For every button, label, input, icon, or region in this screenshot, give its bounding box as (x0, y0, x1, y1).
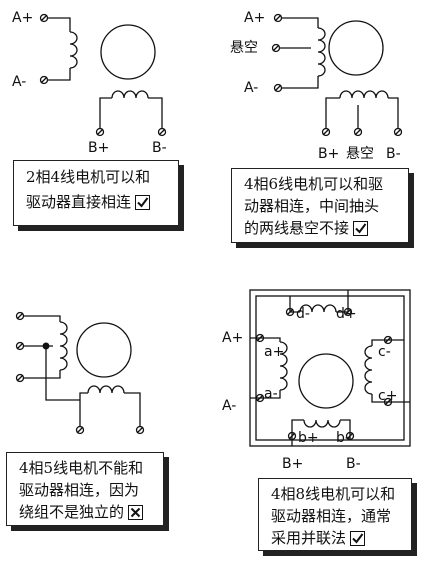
caption-box-2: 4相6线电机可以和驱 动器相连，中间抽头 的两线悬空不接 (231, 168, 409, 243)
terminal-center-b-2 (353, 127, 363, 137)
coil-a-2 (282, 17, 326, 89)
caption-line-4-3: 采用并联法 (271, 529, 347, 547)
coil-a-3 (24, 315, 68, 379)
common-junction-3 (42, 342, 50, 350)
label-coil-c-plus-4: c+ (378, 388, 397, 404)
terminal-a-plus-4 (255, 333, 265, 343)
label-coil-a-minus-4: a- (264, 386, 278, 402)
coil-c-4 (364, 339, 386, 403)
coil-b-1 (99, 90, 163, 128)
label-a-minus-1: A- (12, 74, 26, 90)
label-a-plus-1: A+ (12, 10, 33, 26)
caption-line-4-1: 4相8线电机可以和 (271, 485, 396, 503)
terminal-a-minus-4 (255, 393, 265, 403)
terminal-b-minus-2 (393, 127, 403, 137)
coil-a-1 (48, 17, 78, 81)
coil-a-4 (262, 337, 288, 399)
terminal-c-minus-4 (383, 335, 393, 345)
terminal-c-plus-4 (383, 397, 393, 407)
label-b-minus-1: B- (152, 140, 167, 156)
motor-rotor-2 (328, 20, 384, 76)
terminal-b-plus-2 (321, 127, 331, 137)
terminal-b-minus-4 (345, 431, 355, 441)
terminal-b-plus-4 (287, 431, 297, 441)
caption-line-1-1: 2相4线电机可以和 (26, 168, 151, 186)
parallel-wiring-inner (255, 295, 405, 441)
coil-b-2 (325, 90, 399, 128)
label-b-plus-2: B+ (318, 146, 339, 162)
terminal-center-3 (15, 341, 25, 351)
terminal-a-plus-3 (15, 311, 25, 321)
motor-rotor-4 (298, 353, 354, 409)
terminal-b-minus-3 (135, 425, 145, 435)
label-coil-b-minus-4: b- (336, 430, 350, 446)
caption-line-4-2: 驱动器相连，通常 (271, 507, 392, 525)
label-center-a-2: 悬空 (230, 40, 258, 56)
terminal-a-plus-1 (39, 13, 49, 23)
caption-line-1-2: 驱动器直接相连 (26, 193, 132, 211)
parallel-wiring-outer (249, 289, 411, 447)
coil-b-3 (45, 346, 141, 426)
cross-icon (128, 505, 144, 520)
coil-b-4 (291, 419, 351, 434)
terminal-b-minus-1 (157, 127, 167, 137)
label-b-minus-4: B- (346, 456, 361, 472)
terminal-b-plus-1 (95, 127, 105, 137)
motor-rotor-3 (76, 322, 132, 378)
panel-4-diagram (249, 289, 411, 447)
label-a-minus-2: A- (244, 80, 258, 96)
terminal-d-minus-4 (285, 307, 295, 317)
caption-box-3: 4相5线电机不能和 驱动器相连，因为 绕组不是独立的 (6, 452, 164, 526)
caption-line-3-2: 驱动器相连，因为 (19, 481, 140, 499)
terminal-d-plus-4 (343, 307, 353, 317)
label-coil-b-plus-4: b+ (298, 430, 319, 446)
caption-line-3-1: 4相5线电机不能和 (19, 459, 144, 477)
label-coil-c-minus-4: c- (378, 344, 391, 360)
label-coil-d-plus-4: d+ (336, 306, 357, 322)
terminal-a-minus-2 (273, 83, 283, 93)
label-a-plus-2: A+ (244, 10, 265, 26)
caption-line-2-3: 的两线悬空不接 (244, 219, 350, 237)
terminal-a-plus-2 (273, 13, 283, 23)
check-icon (135, 195, 151, 210)
panel-2-diagram (271, 13, 403, 137)
terminal-center-a-2 (271, 43, 281, 53)
terminal-common-b-3 (75, 425, 85, 435)
check-icon (350, 531, 366, 546)
label-coil-d-minus-4: d- (296, 306, 310, 322)
label-a-minus-4: A- (222, 398, 236, 414)
label-center-b-2: 悬空 (346, 146, 374, 162)
parallel-links-4 (250, 290, 410, 446)
coil-d-4 (290, 304, 348, 313)
label-b-minus-2: B- (386, 146, 401, 162)
terminal-a-minus-1 (39, 75, 49, 85)
caption-box-4: 4相8线电机可以和 驱动器相连，通常 采用并联法 (258, 478, 412, 551)
terminal-a-minus-3 (15, 373, 25, 383)
caption-line-2-2: 动器相连，中间抽头 (244, 197, 380, 215)
check-icon (353, 221, 369, 236)
motor-rotor-1 (100, 24, 156, 80)
label-a-plus-4: A+ (222, 330, 243, 346)
caption-line-2-1: 4相6线电机可以和驱 (244, 175, 384, 193)
label-coil-a-plus-4: a+ (264, 344, 284, 360)
panel-1-diagram (39, 13, 167, 137)
panel-3-diagram (15, 311, 145, 435)
caption-box-1: 2相4线电机可以和 驱动器直接相连 (13, 160, 179, 226)
caption-line-3-3: 绕组不是独立的 (19, 503, 125, 521)
label-b-plus-4: B+ (282, 456, 303, 472)
label-b-plus-1: B+ (88, 140, 109, 156)
